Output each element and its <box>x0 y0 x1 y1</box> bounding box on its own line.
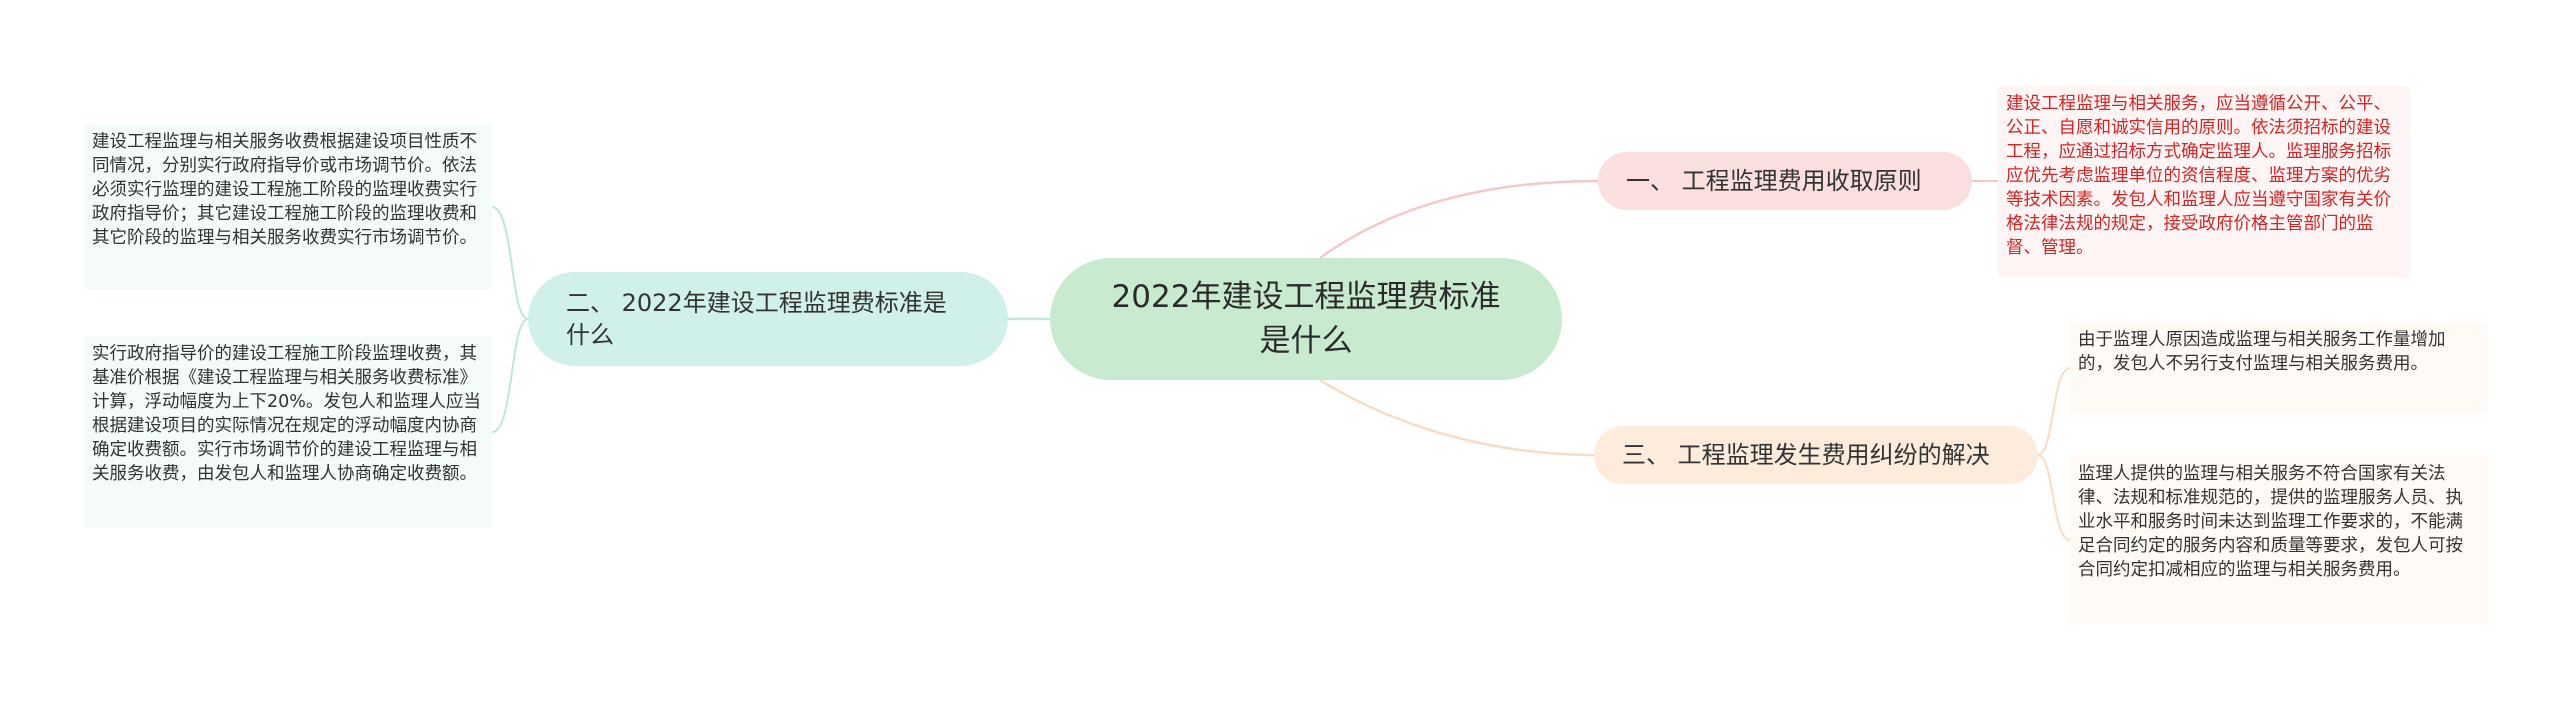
detail-node-3a-text: 由于监理人原因造成监理与相关服务工作量增加的，发包人不另行支付监理与相关服务费用… <box>2078 330 2446 374</box>
detail-node-2b-text: 实行政府指导价的建设工程施工阶段监理收费，其基准价根据《建设工程监理与相关服务收… <box>92 344 481 484</box>
detail-node-3b[interactable]: 监理人提供的监理与相关服务不符合国家有关法律、法规和标准规范的，提供的监理服务人… <box>2070 456 2488 624</box>
connector-root-branch-1 <box>1319 179 1599 260</box>
branch-node-3[interactable]: 三、 工程监理发生费用纠纷的解决 <box>1594 426 2038 484</box>
detail-node-2a-text: 建设工程监理与相关服务收费根据建设项目性质不同情况，分别实行政府指导价或市场调节… <box>92 132 477 248</box>
branch-node-1-label: 一、 工程监理费用收取原则 <box>1626 167 1922 195</box>
connector-branch-2-leaf-a <box>491 206 529 320</box>
detail-node-2a[interactable]: 建设工程监理与相关服务收费根据建设项目性质不同情况，分别实行政府指导价或市场调节… <box>84 124 492 290</box>
branch-node-2[interactable]: 二、 2022年建设工程监理费标准是什么 <box>528 272 1008 366</box>
detail-node-1[interactable]: 建设工程监理与相关服务，应当遵循公开、公平、公正、自愿和诚实信用的原则。依法须招… <box>1998 86 2410 278</box>
detail-node-1-text: 建设工程监理与相关服务，应当遵循公开、公平、公正、自愿和诚实信用的原则。依法须招… <box>2006 94 2391 258</box>
detail-node-3b-text: 监理人提供的监理与相关服务不符合国家有关法律、法规和标准规范的，提供的监理服务人… <box>2078 464 2463 580</box>
branch-node-2-label: 二、 2022年建设工程监理费标准是什么 <box>566 289 947 349</box>
branch-node-3-label: 三、 工程监理发生费用纠纷的解决 <box>1622 441 1990 469</box>
root-node-label: 2022年建设工程监理费标准是什么 <box>1111 279 1501 359</box>
connector-branch-3-leaf-a <box>2037 367 2071 456</box>
branch-node-1[interactable]: 一、 工程监理费用收取原则 <box>1598 152 1972 210</box>
connector-root-branch-3 <box>1319 378 1595 457</box>
connector-branch-3-leaf-b <box>2037 454 2071 541</box>
root-node[interactable]: 2022年建设工程监理费标准是什么 <box>1050 258 1562 380</box>
detail-node-2b[interactable]: 实行政府指导价的建设工程施工阶段监理收费，其基准价根据《建设工程监理与相关服务收… <box>84 336 492 528</box>
connector-branch-2-leaf-b <box>491 318 529 433</box>
detail-node-3a[interactable]: 由于监理人原因造成监理与相关服务工作量增加的，发包人不另行支付监理与相关服务费用… <box>2070 322 2488 414</box>
